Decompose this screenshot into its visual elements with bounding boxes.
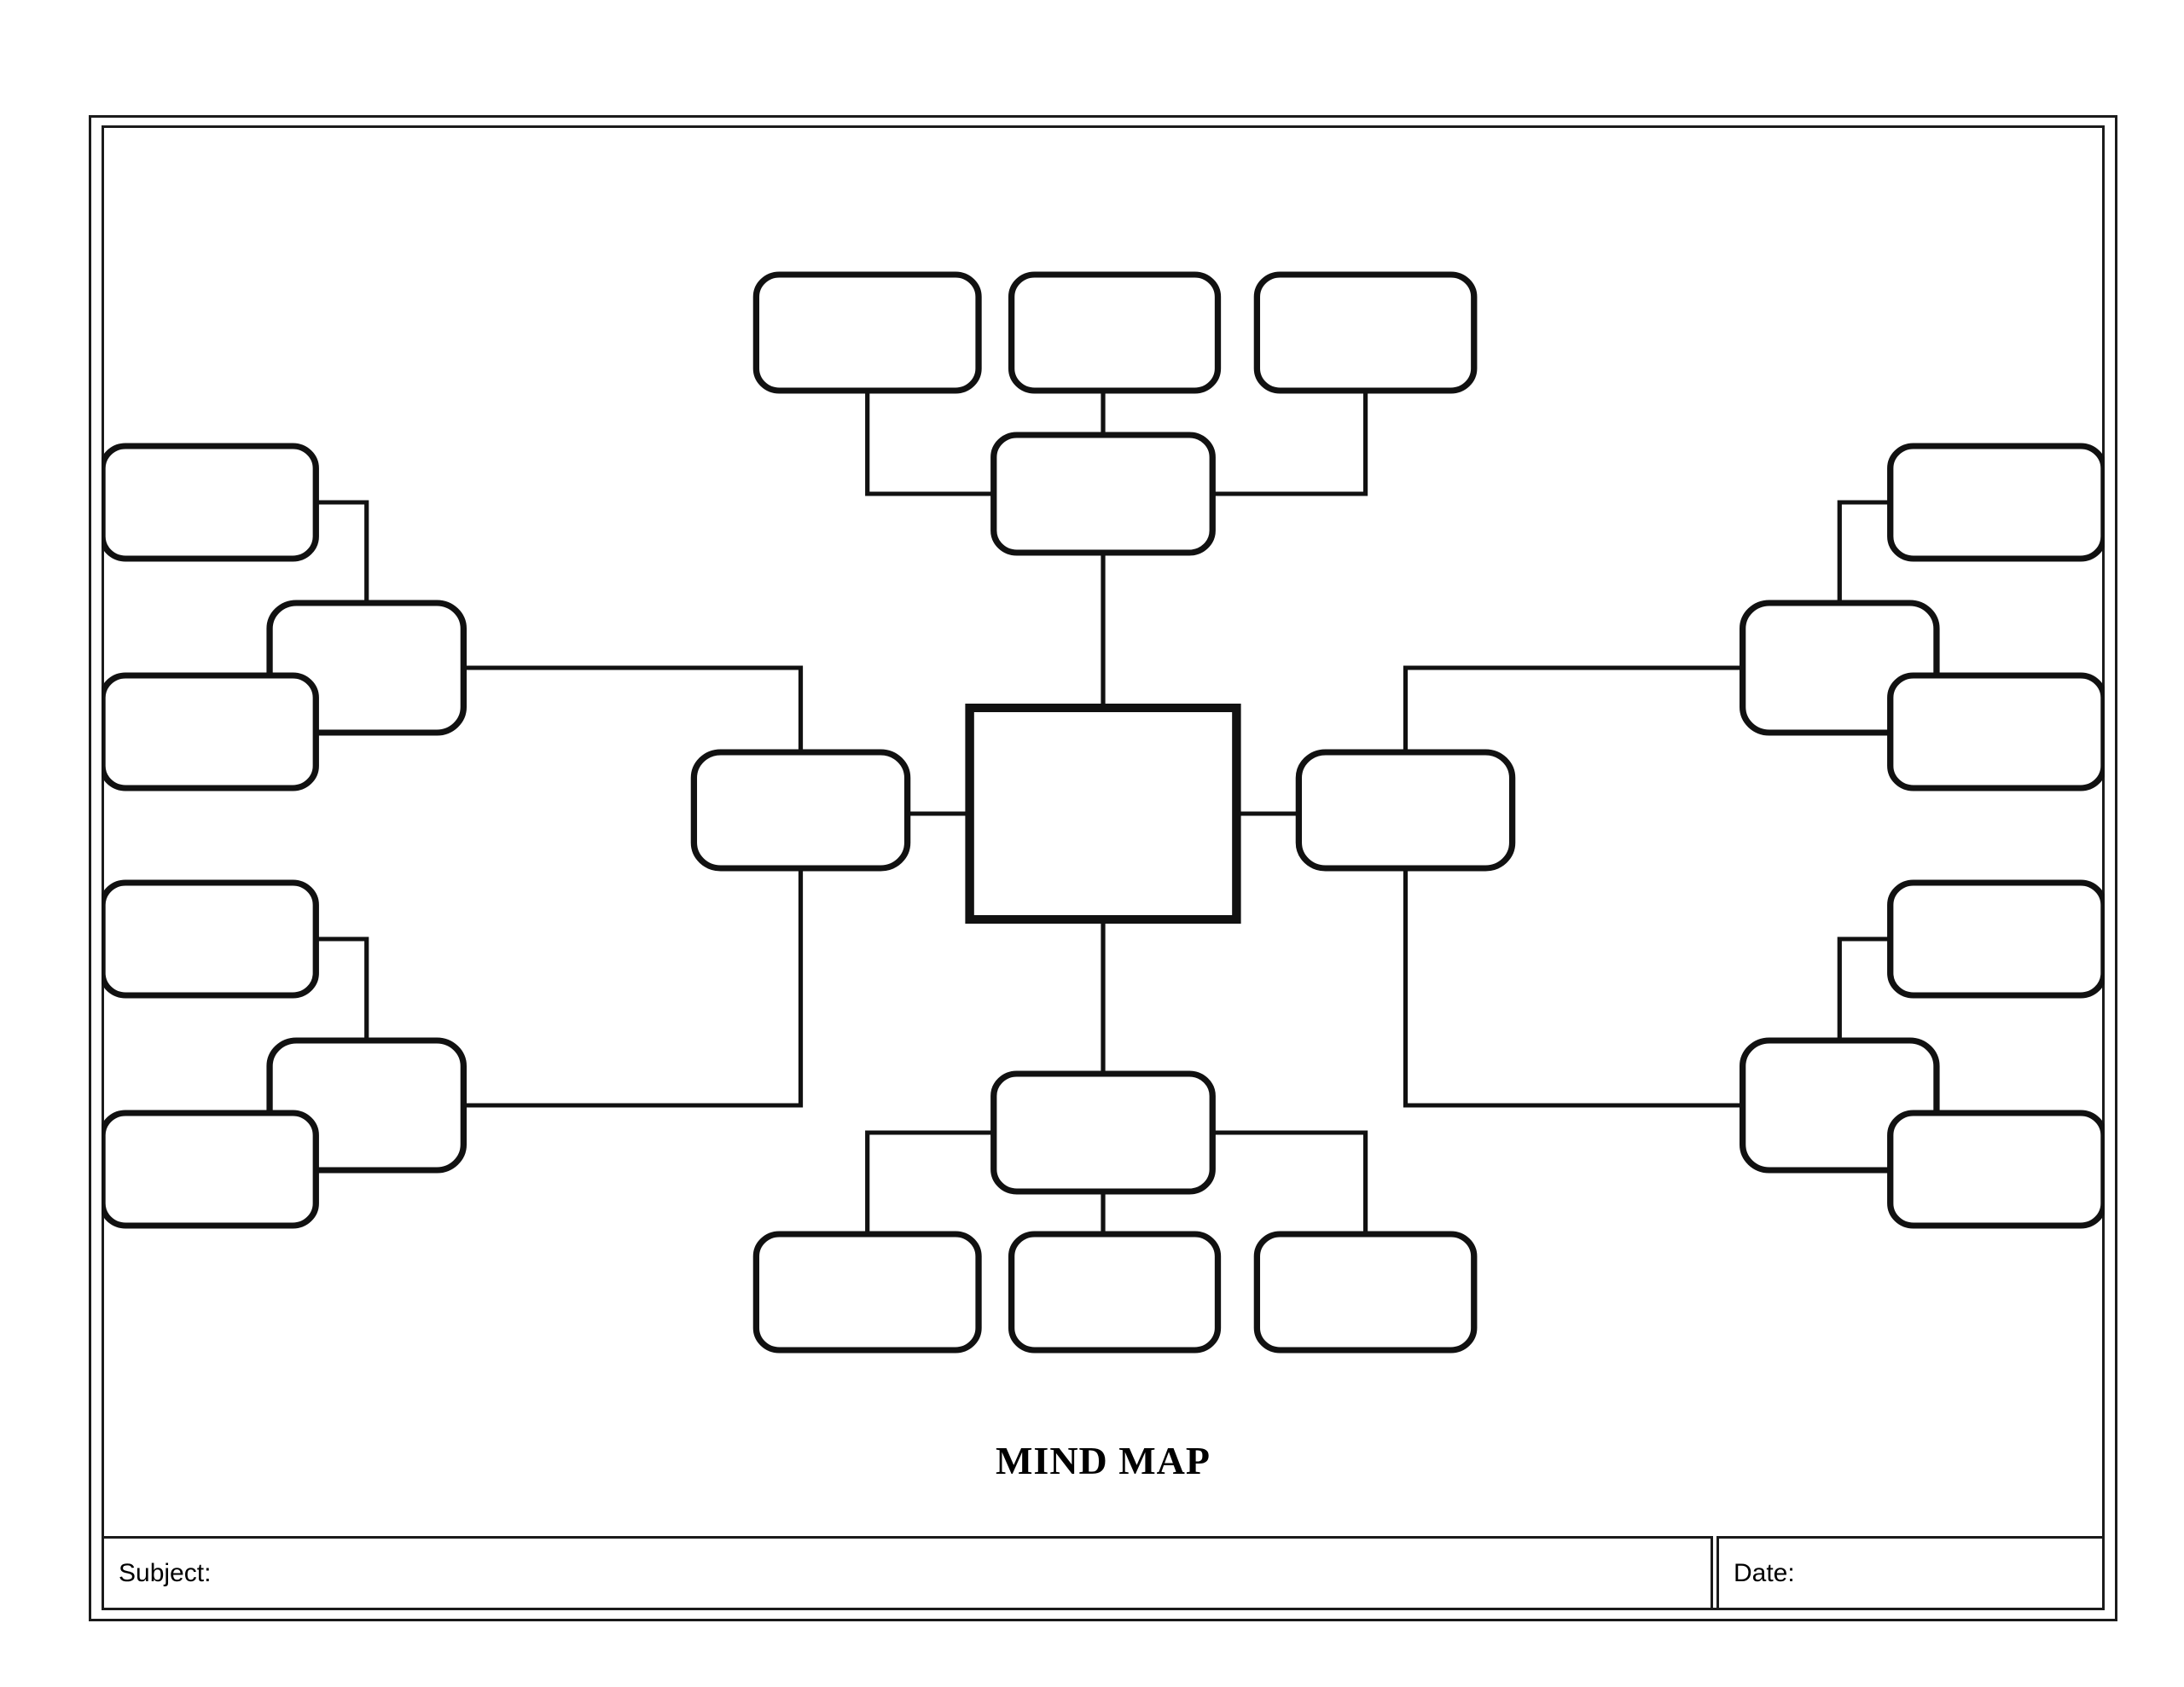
page-frame-outer-rule [89,115,2117,1621]
node-left-lower-leaf-2[interactable] [102,1110,319,1229]
node-left-upper-leaf-1[interactable] [102,443,319,562]
footer-fields-row: Subject: Date: [102,1536,2105,1610]
node-right-lower-leaf-2[interactable] [1887,1110,2105,1229]
subject-field[interactable]: Subject: [102,1536,1713,1610]
node-top-hub[interactable] [990,432,1216,556]
node-bottom-leaf-3[interactable] [1253,1231,1478,1354]
connector-left-inner-to-lower-hub [463,868,804,1108]
connector-left-lower-hub-to-leaf1 [316,936,369,1041]
connector-left-upper-hub-to-leaf1 [316,500,369,603]
connector-right-lower-hub-to-leaf1 [1837,936,1891,1041]
node-right-upper-leaf-1[interactable] [1887,443,2105,562]
node-top-leaf-3[interactable] [1253,271,1478,394]
connector-right-upper-hub-to-leaf1 [1837,500,1891,603]
node-top-leaf-1[interactable] [752,271,982,394]
subject-label: Subject: [119,1558,212,1587]
node-layer [102,271,2105,1354]
connector-top-hub-to-leaf1 [865,391,994,496]
connector-left-inner-to-upper-hub [463,665,804,752]
date-field[interactable]: Date: [1716,1536,2105,1610]
node-right-upper-leaf-2[interactable] [1887,672,2105,791]
connector-right-inner-to-upper-hub [1403,665,1743,752]
node-left-lower-leaf-1[interactable] [102,879,319,999]
mind-map-svg [102,271,2105,1354]
node-right-lower-leaf-1[interactable] [1887,879,2105,999]
mind-map-diagram-canvas[interactable] [102,125,2105,1430]
node-left-inner[interactable] [690,749,911,872]
node-top-leaf-2[interactable] [1008,271,1222,394]
node-central[interactable] [965,704,1241,924]
date-label: Date: [1734,1558,1795,1587]
page-title: MIND MAP [996,1439,1211,1482]
node-bottom-leaf-1[interactable] [752,1231,982,1354]
node-bottom-leaf-2[interactable] [1008,1231,1222,1354]
node-left-upper-leaf-2[interactable] [102,672,319,791]
connector-right-inner-to-lower-hub [1403,868,1743,1108]
node-bottom-hub[interactable] [990,1070,1216,1195]
connector-top-hub-to-leaf3 [1212,391,1368,496]
node-right-inner[interactable] [1295,749,1516,872]
